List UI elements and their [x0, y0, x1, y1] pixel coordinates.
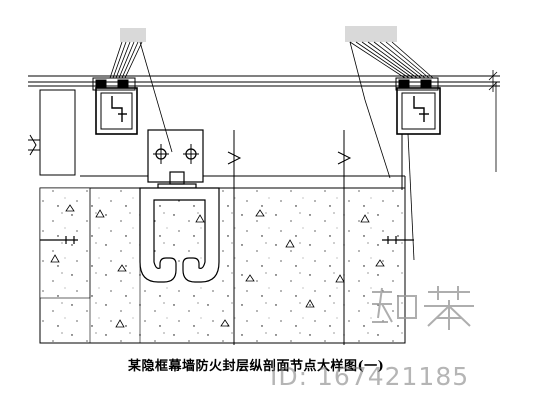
right-mullion-bracket: [395, 77, 441, 261]
watermark-id-text: ID: 167421185: [270, 362, 470, 391]
drawing-caption: 某隐框幕墙防火封层纵剖面节点大样图(一): [128, 359, 385, 374]
slab-top-edge: [40, 175, 405, 189]
long-leader-lines: [139, 41, 391, 179]
watermark-logo-mark: [372, 286, 474, 330]
left-wall: [28, 89, 76, 176]
dimension-marks: [486, 70, 500, 172]
fire-seal-hanger: [147, 129, 204, 189]
anchor-bolts: [40, 236, 414, 244]
anchor-channel: [139, 187, 220, 283]
left-mullion-bracket: [92, 77, 138, 135]
leader-lines-right: [345, 26, 434, 79]
concrete-slab: [39, 187, 406, 344]
leader-lines-left: [109, 28, 146, 79]
right-slab-edge: [40, 176, 406, 344]
